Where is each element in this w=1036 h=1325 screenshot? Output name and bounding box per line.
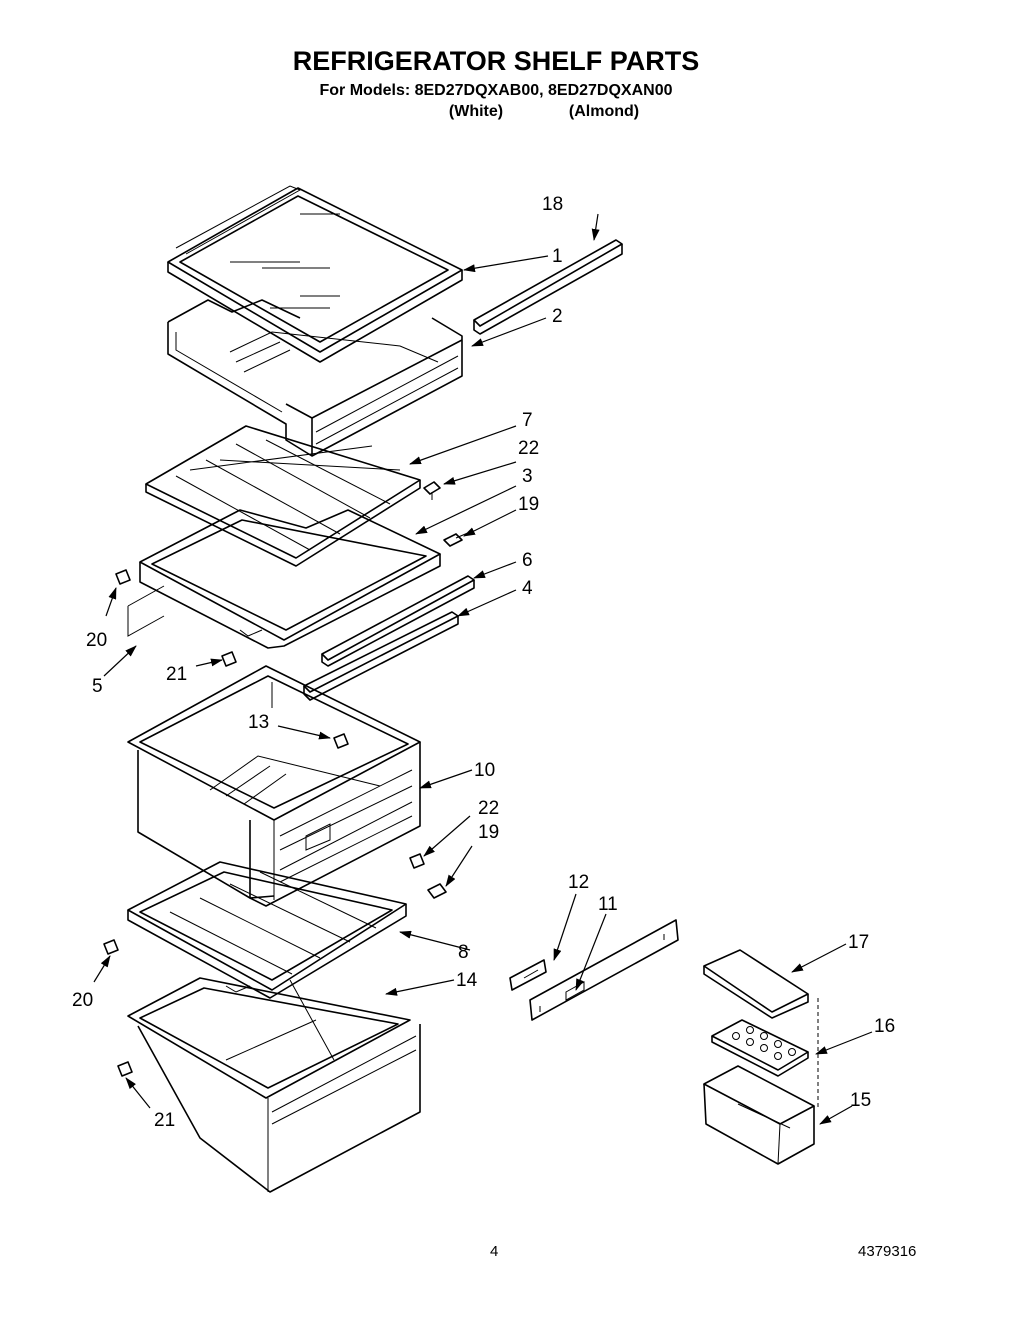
callout-19-top: 19 — [518, 494, 539, 515]
color-almond-label: (Almond) — [569, 103, 639, 120]
callout-22-bottom: 22 — [478, 798, 499, 819]
part-1-glass-shelf-drawing — [167, 185, 463, 363]
screw-20-top-drawing — [115, 569, 131, 585]
page-number: 4 — [490, 1243, 498, 1260]
screw-13-drawing — [333, 733, 349, 749]
screw-21-top-drawing — [221, 651, 237, 667]
callout-21-top: 21 — [166, 664, 187, 685]
callout-22-top: 22 — [518, 438, 539, 459]
screw-22-bottom-drawing — [409, 853, 425, 869]
callout-20-top: 20 — [86, 630, 107, 651]
callout-3: 3 — [522, 466, 533, 487]
callout-14: 14 — [456, 970, 478, 991]
document-number: 4379316 — [858, 1243, 916, 1260]
part-3-frame-drawing — [127, 509, 441, 649]
callout-5: 5 — [92, 676, 103, 697]
callout-7: 7 — [522, 410, 533, 431]
callout-16: 16 — [874, 1016, 895, 1037]
part-7-panel-drawing — [145, 425, 421, 567]
part-18-strip-drawing — [473, 239, 623, 335]
part-4-rail-drawing — [303, 611, 459, 701]
callout-2: 2 — [552, 306, 563, 327]
part-16-egg-tray-drawing — [711, 1019, 809, 1077]
screw-22-top-drawing — [423, 481, 441, 500]
callout-20-bottom: 20 — [72, 990, 93, 1011]
leader-lines — [93, 213, 873, 1125]
callout-21-bottom: 21 — [154, 1110, 175, 1131]
models-line: For Models: 8ED27DQXAB00, 8ED27DQXAN00 — [320, 82, 673, 99]
callout-1: 1 — [552, 246, 563, 267]
stud-19-bottom-drawing — [427, 883, 447, 899]
callout-13: 13 — [248, 712, 269, 733]
part-10-drawer-drawing — [127, 665, 421, 907]
part-12-bracket-drawing — [509, 959, 547, 991]
callout-4: 4 — [522, 578, 533, 599]
part-17-lid-drawing — [703, 949, 809, 1019]
part-15-bin-drawing — [703, 1065, 815, 1165]
part-8-cover-drawing — [127, 861, 407, 999]
callout-15: 15 — [850, 1090, 871, 1111]
part-14-drawer-drawing — [127, 977, 421, 1193]
color-white-label: (White) — [449, 103, 503, 120]
stud-19-top-drawing — [443, 531, 471, 547]
part-2-frame-drawing — [167, 299, 463, 457]
screw-21-bottom-drawing — [117, 1061, 133, 1077]
screw-20-bottom-drawing — [103, 939, 119, 955]
callout-18: 18 — [542, 194, 563, 215]
callout-11: 11 — [598, 894, 618, 915]
callout-6: 6 — [522, 550, 533, 571]
part-6-rail-drawing — [321, 575, 475, 667]
callout-19-bottom: 19 — [478, 822, 499, 843]
callout-17: 17 — [848, 932, 869, 953]
page-title: REFRIGERATOR SHELF PARTS — [293, 46, 700, 76]
callout-12: 12 — [568, 872, 589, 893]
callout-8: 8 — [458, 942, 469, 963]
callout-10: 10 — [474, 760, 495, 781]
part-11-rail-drawing — [529, 919, 679, 1021]
